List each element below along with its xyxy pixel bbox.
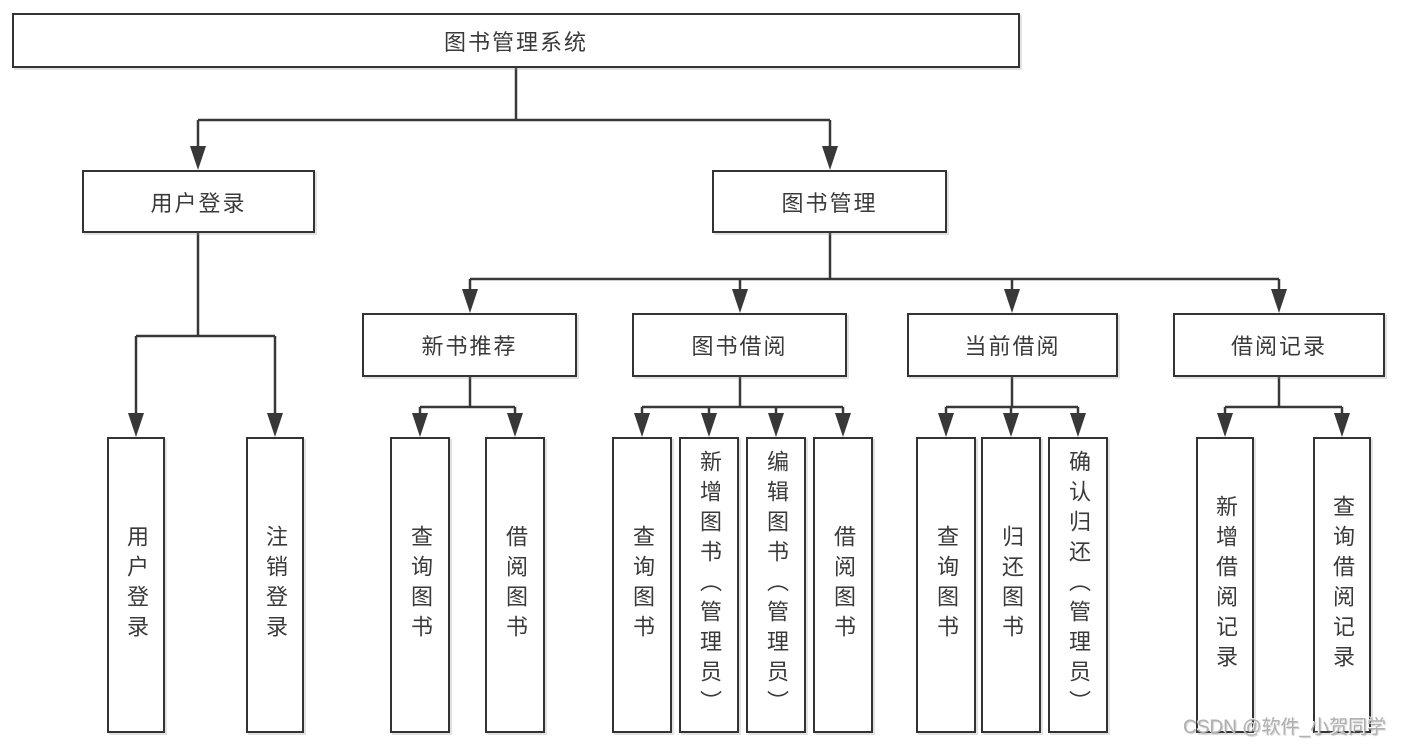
leaf-recommend-query-books: 查询图书: [390, 437, 450, 733]
leaf-borrow-edit-books-admin: 编辑图书（管理员）: [746, 437, 806, 733]
connector-borrow-branch: [634, 377, 851, 437]
leaf-records-query-record: 查询借阅记录: [1313, 437, 1371, 733]
csdn-watermark: CSDN @软件_小贺同学: [1183, 717, 1386, 738]
connector-current-branch: [938, 377, 1086, 437]
node-user-login-label: 用户登录: [150, 190, 247, 216]
node-book-management: 图书管理: [712, 170, 947, 233]
node-book-borrow: 图书借阅: [632, 313, 847, 377]
node-book-management-label: 图书管理: [781, 190, 878, 216]
leaf-recommend-borrow-books: 借阅图书: [485, 437, 545, 733]
node-user-login: 用户登录: [82, 170, 315, 233]
connector-login-branch: [128, 233, 283, 437]
node-new-book-recommend: 新书推荐: [362, 313, 577, 377]
leaf-current-query-books: 查询图书: [916, 437, 976, 733]
connector-recommend-branch: [412, 377, 523, 437]
node-current-borrow: 当前借阅: [907, 313, 1118, 377]
connector-records-branch: [1217, 377, 1350, 437]
node-root: 图书管理系统: [12, 13, 1020, 68]
node-borrow-records: 借阅记录: [1173, 313, 1385, 377]
leaf-current-return-books: 归还图书: [981, 437, 1041, 733]
leaf-current-confirm-return-admin: 确认归还（管理员）: [1048, 437, 1108, 733]
connector-root-to-level2: [190, 68, 838, 170]
leaf-borrow-borrow-books: 借阅图书: [813, 437, 873, 733]
leaf-records-add-record: 新增借阅记录: [1196, 437, 1254, 733]
leaf-borrow-query-books: 查询图书: [612, 437, 672, 733]
node-root-label: 图书管理系统: [443, 29, 588, 55]
leaf-borrow-add-books-admin: 新增图书（管理员）: [679, 437, 739, 733]
connector-management-to-level3: [462, 233, 1287, 313]
leaf-user-login: 用户登录: [107, 437, 165, 733]
leaf-logout: 注销登录: [246, 437, 304, 733]
